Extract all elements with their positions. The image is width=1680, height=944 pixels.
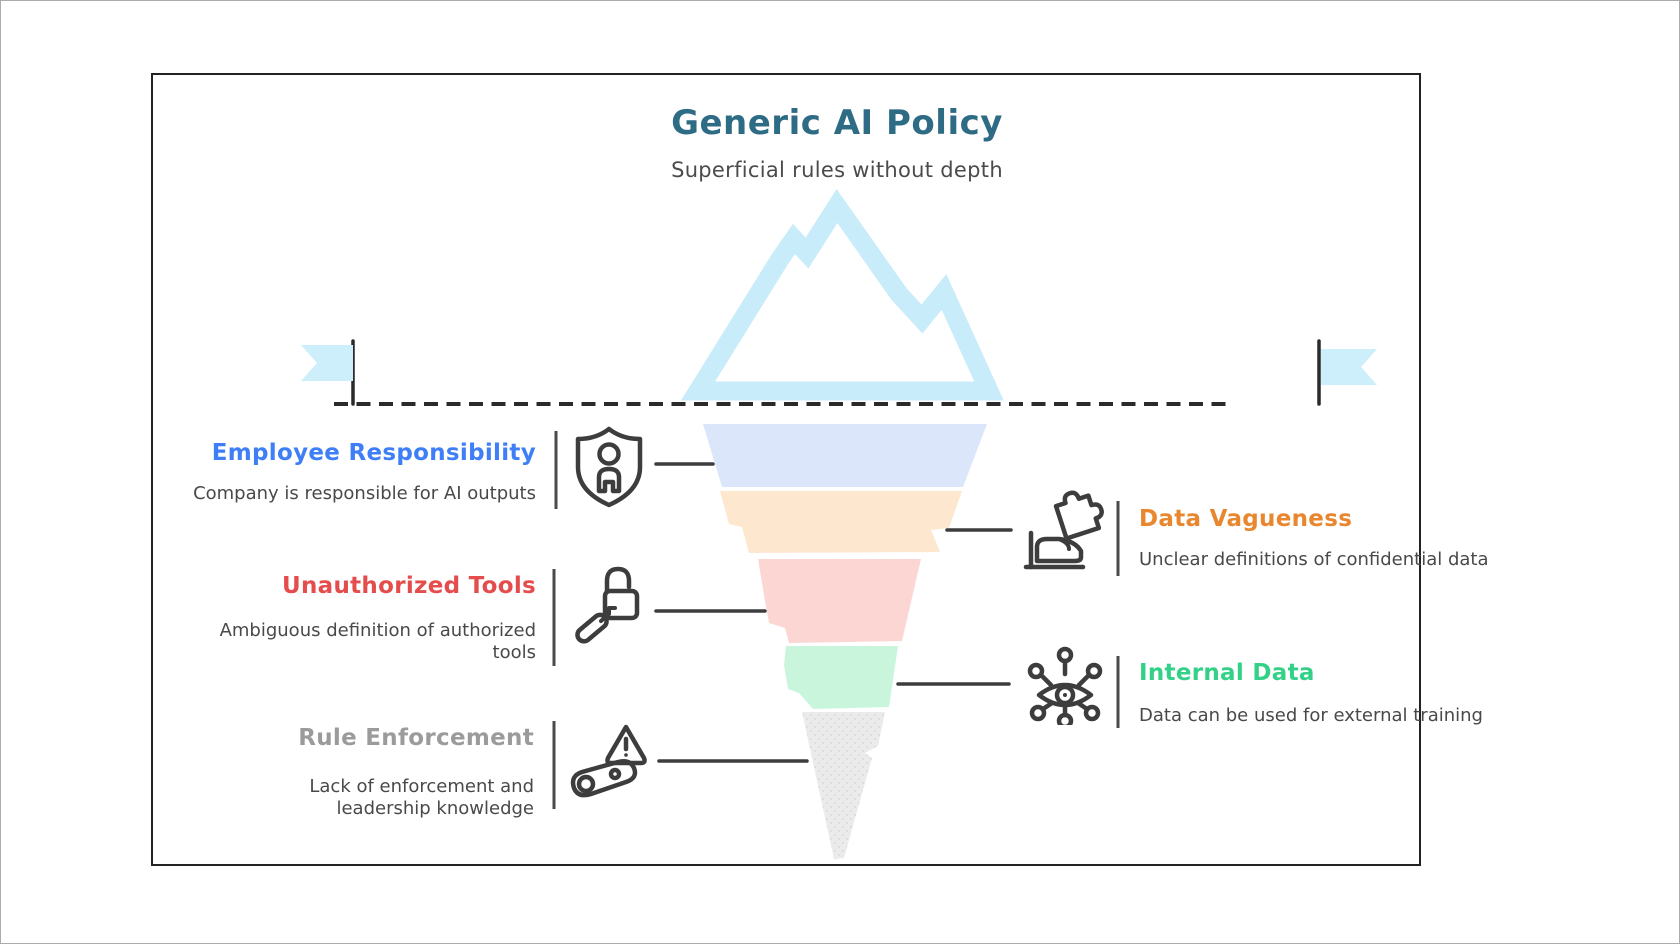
funnel-segment-internal-data: [784, 646, 898, 709]
callout-description: Company is responsible for AI outputs: [193, 483, 536, 504]
callout-unauthorized-tools: Unauthorized Tools Ambiguous definition …: [216, 572, 536, 664]
callout-rule-enforcement: Rule Enforcement Lack of enforcement and…: [214, 724, 534, 820]
callout-description: Ambiguous definition of authorized tools: [219, 620, 536, 663]
funnel-segment-employee-responsibility: [703, 424, 987, 487]
person-shield-icon: [575, 426, 643, 508]
callout-description: Data can be used for external training: [1139, 705, 1483, 726]
funnel-segment-unauthorized-tools: [758, 559, 921, 643]
eye-network-icon: [1027, 646, 1103, 725]
callout-internal-data: Internal Data Data can be used for exter…: [1139, 659, 1569, 727]
callout-description: Lack of enforcement and leadership knowl…: [309, 776, 534, 819]
left-flag-icon: [301, 345, 353, 381]
lock-key-icon: [575, 566, 640, 644]
funnel-tip-dot-texture: [802, 712, 885, 859]
iceberg-mountain-icon: [680, 188, 1004, 401]
callout-data-vagueness: Data Vagueness Unclear definitions of co…: [1139, 505, 1569, 571]
callout-description: Unclear definitions of confidential data: [1139, 549, 1489, 570]
right-flag-icon: [1321, 349, 1377, 385]
callout-title: Internal Data: [1139, 660, 1315, 686]
callout-title: Employee Responsibility: [211, 440, 536, 466]
page-title: Generic AI Policy: [671, 103, 1003, 143]
warning-roller-icon: [570, 724, 647, 798]
callout-employee-responsibility: Employee Responsibility Company is respo…: [156, 439, 536, 505]
callout-title: Rule Enforcement: [298, 725, 534, 751]
page-subtitle: Superficial rules without depth: [671, 158, 1003, 182]
puzzle-hand-icon: [1023, 490, 1104, 570]
callout-title: Data Vagueness: [1139, 506, 1353, 532]
callout-title: Unauthorized Tools: [281, 573, 536, 599]
funnel-segment-data-vagueness: [720, 491, 962, 553]
